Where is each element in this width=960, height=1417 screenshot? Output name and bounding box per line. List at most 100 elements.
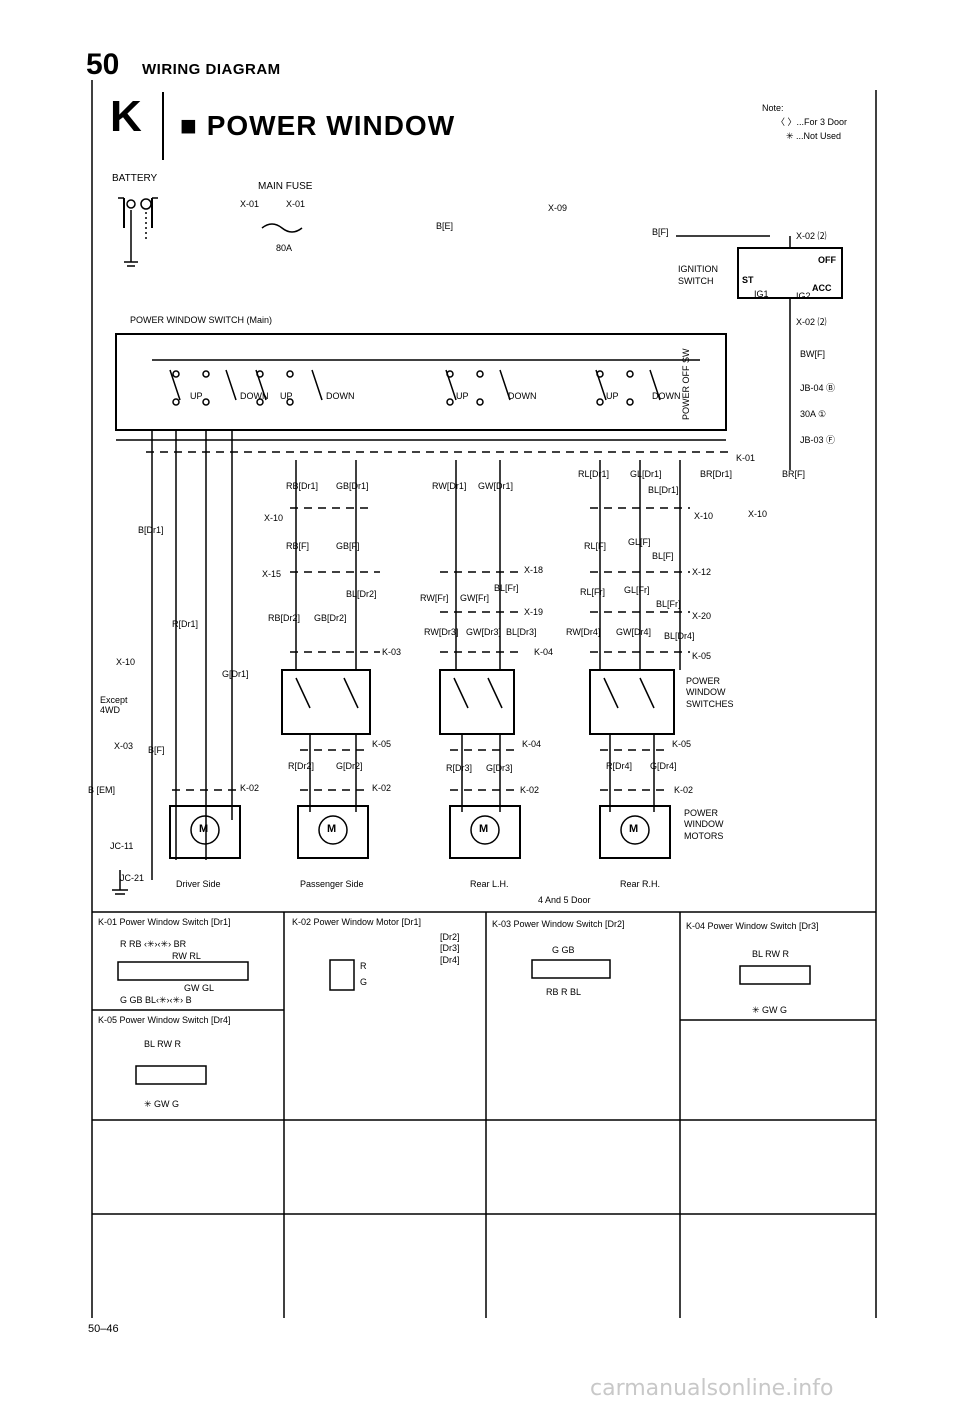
k02-pin-g: G <box>360 977 368 987</box>
section-letter: K <box>110 92 142 141</box>
k01-top-pins: R RB ‹✳›‹✳› BR <box>120 939 187 949</box>
ign-ig2: IG2 <box>796 291 811 301</box>
battery-label: BATTERY <box>112 173 158 184</box>
k03-bottom-pins: RB R BL <box>546 987 582 997</box>
jb04-label: JB-04 Ⓑ <box>800 383 836 393</box>
main-sw-up-4: UP <box>606 391 619 401</box>
rear-lh-label: Rear L.H. <box>470 879 509 889</box>
motor-driver: M <box>199 823 209 835</box>
k03-title: K-03 Power Window Switch [Dr2] <box>492 919 625 929</box>
except-4wd: Except 4WD <box>100 695 128 715</box>
power-window-switches-label: POWER WINDOW SWITCHES <box>686 676 734 709</box>
w-g-dr1: G[Dr1] <box>222 669 249 679</box>
power-off-sw-label: POWER OFF SW <box>681 348 691 421</box>
conn-k04: K-04 <box>534 647 554 657</box>
wire-bwf: BW[F] <box>800 349 825 359</box>
note-not-used: ✳ ...Not Used <box>786 131 842 141</box>
w-rw-dr4: RW[Dr4] <box>566 627 601 637</box>
w-rb-dr1: RB[Dr1] <box>286 481 319 491</box>
conn-k05-a: K-05 <box>372 739 392 749</box>
conn-x01-a: X-01 <box>240 199 260 209</box>
main-sw-down-4: DOWN <box>652 391 681 401</box>
w-gl-f: GL[F] <box>628 537 651 547</box>
page-ref: 50–46 <box>88 1323 119 1335</box>
w-rl-f: RL[F] <box>584 541 607 551</box>
conn-x18: X-18 <box>524 565 544 575</box>
rear-rh-label: Rear R.H. <box>620 879 661 889</box>
w-gl-fr: GL[Fr] <box>624 585 650 595</box>
conn-jc21: JC-21 <box>120 873 145 883</box>
w-bl-dr3: BL[Dr3] <box>506 627 537 637</box>
main-sw-down-2: DOWN <box>326 391 355 401</box>
w-gw-dr1: GW[Dr1] <box>478 481 513 491</box>
page-number: 50 <box>86 48 120 81</box>
w-rl-dr1: RL[Dr1] <box>578 469 610 479</box>
k05-top-pins: BL RW R <box>144 1039 182 1049</box>
w-gb-f: GB[F] <box>336 541 360 551</box>
main-sw-up-3: UP <box>456 391 469 401</box>
conn-k02-a: K-02 <box>240 783 260 793</box>
k02-variants: [Dr2] [Dr3] [Dr4] <box>440 932 460 965</box>
conn-k03: K-03 <box>382 647 402 657</box>
w-bl-fr-b: BL[Fr] <box>656 599 681 609</box>
w-g-dr3: G[Dr3] <box>486 763 513 773</box>
conn-k01: K-01 <box>736 453 756 463</box>
conn-x10-d: X-10 <box>116 657 136 667</box>
w-bl-f: BL[F] <box>652 551 674 561</box>
w-r-dr2: R[Dr2] <box>288 761 315 771</box>
w-r-dr3: R[Dr3] <box>446 763 473 773</box>
conn-x02-bottom: X-02 ⑵ <box>796 317 827 327</box>
w-r-dr1: R[Dr1] <box>172 619 199 629</box>
conn-x02-top: X-02 ⑵ <box>796 231 827 241</box>
title-divider <box>162 92 164 160</box>
wire-brf: BR[F] <box>782 469 806 479</box>
w-g-dr4: G[Dr4] <box>650 761 677 771</box>
w-rb-f: RB[F] <box>286 541 310 551</box>
conn-jc11: JC-11 <box>110 841 134 851</box>
w-r-dr4: R[Dr4] <box>606 761 633 771</box>
conn-x10-b: X-10 <box>694 511 714 521</box>
w-b-em: B [EM] <box>88 785 116 795</box>
main-sw-down-1: DOWN <box>240 391 269 401</box>
note-3door: 〈 〉...For 3 Door <box>776 117 848 127</box>
note-label: Note: <box>762 103 784 113</box>
k02-title: K-02 Power Window Motor [Dr1] <box>292 917 422 927</box>
watermark: carmanualsonline.info <box>590 1376 834 1401</box>
power-window-motors-label: POWER WINDOW MOTORS <box>684 808 724 841</box>
conn-x20: X-20 <box>692 611 712 621</box>
conn-x15: X-15 <box>262 569 282 579</box>
w-rl-fr: RL[Fr] <box>580 587 606 597</box>
w-rw-fr: RW[Fr] <box>420 593 449 603</box>
w-gw-fr: GW[Fr] <box>460 593 489 603</box>
w-b-f: B[F] <box>148 745 165 755</box>
section-title: WIRING DIAGRAM <box>142 61 281 78</box>
jb03-label: JB-03 Ⓕ <box>800 435 836 445</box>
k05-title: K-05 Power Window Switch [Dr4] <box>98 1015 231 1025</box>
wire-be: B[E] <box>436 221 454 231</box>
conn-x10-a: X-10 <box>264 513 284 523</box>
w-bl-dr4: BL[Dr4] <box>664 631 695 641</box>
four-five-door-label: 4 And 5 Door <box>538 895 591 905</box>
k05-bottom-pins: ✳ GW G <box>144 1099 180 1109</box>
k01-top-pins-2: RW RL <box>172 951 201 961</box>
w-gw-dr3: GW[Dr3] <box>466 627 501 637</box>
w-g-dr2: G[Dr2] <box>336 761 363 771</box>
ignition-switch-label: IGNITION SWITCH <box>678 264 718 286</box>
w-b-dr1: B[Dr1] <box>138 525 164 535</box>
ign-acc: ACC <box>812 283 832 293</box>
k03-top-pins: G GB <box>552 945 575 955</box>
conn-x10-c: X-10 <box>748 509 768 519</box>
motor-passenger: M <box>327 823 337 835</box>
w-rw-dr3: RW[Dr3] <box>424 627 459 637</box>
w-bl-fr-a: BL[Fr] <box>494 583 519 593</box>
title-text: POWER WINDOW <box>206 110 456 141</box>
w-gw-dr4: GW[Dr4] <box>616 627 651 637</box>
main-fuse-label: MAIN FUSE <box>258 181 313 192</box>
main-sw-up-1: UP <box>190 391 203 401</box>
w-gb-dr1: GB[Dr1] <box>336 481 369 491</box>
conn-k05: K-05 <box>692 651 712 661</box>
w-gl-dr1: GL[Dr1] <box>630 469 662 479</box>
conn-k04-b: K-04 <box>522 739 542 749</box>
